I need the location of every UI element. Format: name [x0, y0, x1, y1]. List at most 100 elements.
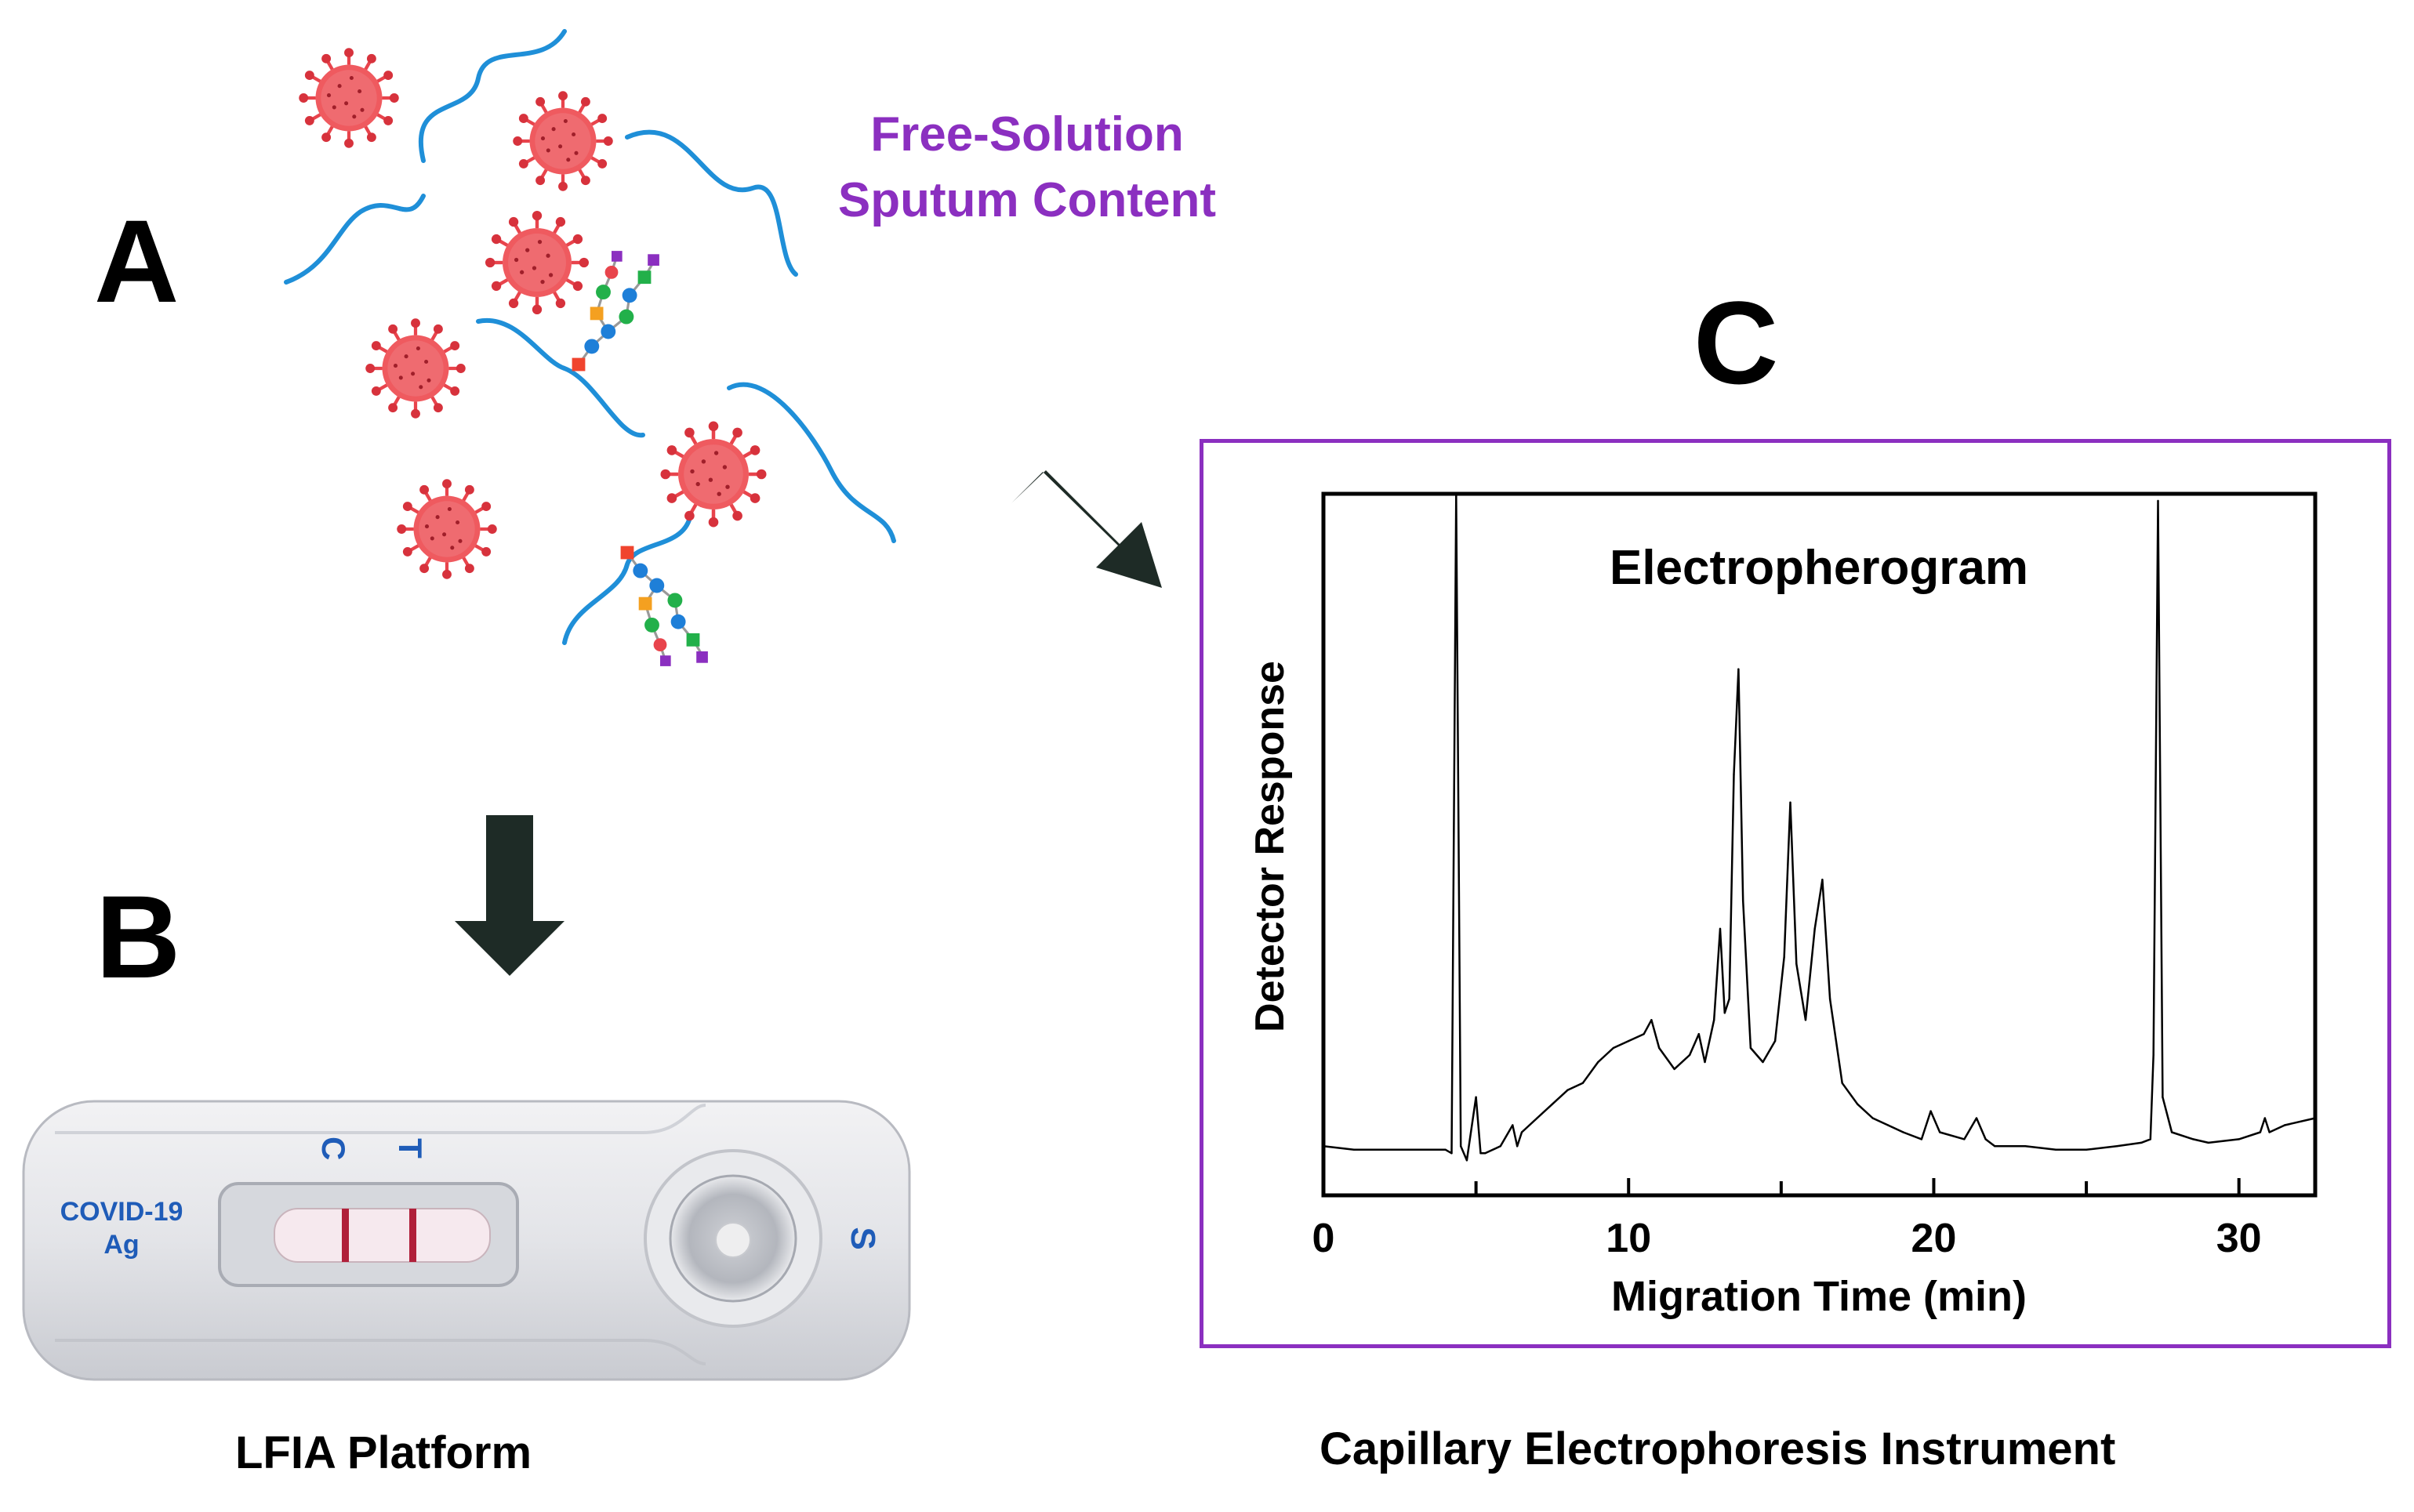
x-tick-label: 10	[1606, 1216, 1651, 1261]
trace-point	[1963, 1138, 1966, 1140]
trace-point	[1804, 1019, 1807, 1021]
trace-point	[2207, 1141, 2209, 1144]
arrow-to-ce-icon	[1011, 470, 1162, 588]
electropherogram-frame	[1200, 439, 2391, 1348]
trace-point	[1975, 1117, 1978, 1119]
trace-point	[2140, 1141, 2143, 1144]
trace-point	[1929, 1110, 1932, 1112]
trace-point	[1536, 1117, 1538, 1119]
panel-a-label: A	[94, 195, 180, 327]
trace-point	[1479, 1152, 1482, 1155]
trace-point	[1499, 1145, 1501, 1148]
trace-point	[1723, 1012, 1726, 1014]
trace-point	[1650, 1019, 1653, 1021]
trace-point	[1520, 1131, 1523, 1133]
trace-point	[1886, 1124, 1889, 1126]
trace-point	[1455, 492, 1457, 495]
trace-point	[2314, 1117, 2317, 1119]
trace-point	[2263, 1117, 2266, 1119]
trace-point	[1414, 1148, 1416, 1151]
control-line	[342, 1209, 349, 1262]
trace-point	[2170, 1131, 2173, 1133]
trace-point	[1828, 998, 1831, 1000]
trace-point	[1322, 1145, 1325, 1148]
trace-point	[1789, 801, 1791, 803]
trace-point	[1688, 1053, 1691, 1057]
trace-point	[1783, 955, 1785, 958]
trace-point	[2054, 1148, 2057, 1151]
trace-point	[1762, 1061, 1764, 1064]
trace-point	[2085, 1148, 2088, 1151]
panel-c-label: C	[1693, 277, 1779, 408]
trace-point	[1741, 899, 1744, 902]
trace-point	[2157, 499, 2159, 502]
panel-b-label: B	[96, 871, 181, 1003]
trace-point	[1856, 1103, 1859, 1105]
plot-area	[1321, 491, 2318, 1198]
trace-point	[1813, 927, 1816, 930]
lfia-cassette	[22, 1100, 911, 1381]
sputum-illustration	[284, 29, 896, 668]
trace-point	[1749, 1046, 1752, 1050]
cassette-brand-line2: Ag	[103, 1230, 140, 1260]
trace-point	[1516, 1145, 1519, 1148]
trace-point	[1450, 1152, 1453, 1155]
x-tick-label: 0	[1312, 1216, 1335, 1261]
trace-point	[2192, 1138, 2194, 1140]
trace-point	[1459, 1145, 1462, 1148]
arrow-to-lfia-icon	[455, 815, 564, 976]
trace-points	[1322, 492, 2317, 1162]
trace-point	[1512, 1124, 1514, 1126]
trace-point	[1657, 1046, 1661, 1050]
x-axis-label: Migration Time (min)	[1611, 1273, 2027, 1320]
trace-point	[1475, 1096, 1477, 1098]
trace-point	[2152, 1053, 2154, 1057]
trace-point	[1939, 1131, 1941, 1133]
x-tick-label: 20	[1911, 1216, 1957, 1261]
trace-point	[1871, 1117, 1874, 1119]
trace-point	[1383, 1148, 1386, 1151]
trace-point	[1697, 1032, 1700, 1035]
chart-title: Electropherogram	[1610, 541, 2028, 595]
trace-point	[2149, 1138, 2152, 1140]
trace-point	[1612, 1046, 1614, 1050]
trace-point	[1902, 1131, 1904, 1133]
trace-point	[2259, 1131, 2262, 1133]
trace-point	[2283, 1124, 2286, 1126]
trace-point	[2162, 1096, 2164, 1098]
cassette-brand-line1: COVID-19	[60, 1197, 183, 1227]
trace-point	[1719, 927, 1722, 930]
trace-point	[2024, 1145, 2027, 1148]
trace-point	[1920, 1138, 1923, 1140]
trace-point	[1444, 1148, 1447, 1151]
trace-point	[1643, 1032, 1645, 1035]
mucin-strands	[284, 29, 896, 645]
trace-point	[1841, 1082, 1843, 1085]
trace-point	[1673, 1068, 1675, 1071]
sputum-content-label: Free-Solution Sputum Content	[784, 102, 1270, 234]
ce-caption: Capillary Electrophoresis Instrument	[1320, 1423, 2116, 1474]
trace-point	[1566, 1089, 1569, 1091]
trace-point	[1704, 1061, 1706, 1064]
trace-point	[1737, 668, 1740, 670]
trace-point	[2268, 1131, 2271, 1133]
trace-point	[1465, 1159, 1468, 1162]
trace-point	[1551, 1103, 1554, 1105]
trace-point	[2115, 1145, 2118, 1148]
trace-point	[1773, 1039, 1777, 1042]
trace-point	[1994, 1145, 1996, 1148]
trace-point	[1713, 1019, 1715, 1021]
trace-point	[1597, 1061, 1599, 1064]
trace-point	[1795, 963, 1798, 965]
test-line	[409, 1209, 416, 1262]
trace-point	[1628, 1039, 1630, 1042]
sputum-label-line1: Free-Solution	[870, 107, 1184, 161]
trace-point	[1581, 1082, 1585, 1085]
y-axis-label: Detector Response	[1247, 661, 1293, 1032]
x-tick-label: 30	[2216, 1216, 2262, 1261]
sputum-label-line2: Sputum Content	[837, 173, 1217, 227]
lfia-caption: LFIA Platform	[235, 1427, 532, 1478]
x-tick-labels: 0 10 20 30	[1312, 1216, 2262, 1261]
